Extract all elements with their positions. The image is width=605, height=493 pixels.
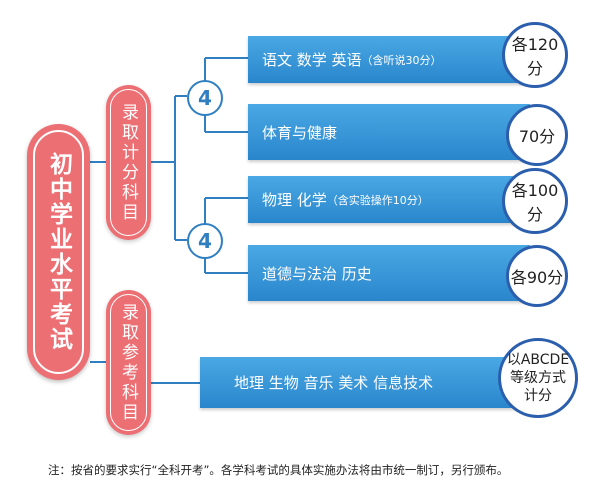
score-badge: 各100分 xyxy=(502,168,568,234)
subject-name: 体育与健康 xyxy=(262,123,338,142)
score-badge: 70分 xyxy=(506,104,568,166)
main-title-pill: 初中学业水平考试 xyxy=(27,124,90,380)
subject-bar: 道德与法治 历史 xyxy=(248,245,530,301)
subject-bar: 物理 化学 （含实验操作10分） xyxy=(248,176,530,223)
score-badge: 各90分 xyxy=(506,245,568,307)
subject-bar: 语文 数学 英语 （含听说30分） xyxy=(248,36,530,83)
category-scored-subjects: 录取计分科目 xyxy=(106,85,151,240)
subject-note: （含实验操作10分） xyxy=(326,193,429,207)
subject-name: 语文 数学 英语 xyxy=(262,51,362,69)
group-count-badge: 4 xyxy=(187,80,223,116)
subject-note: （含听说30分） xyxy=(361,53,442,67)
group-count-badge: 4 xyxy=(187,223,223,259)
footnote: 注：按省的要求实行“全科开考”。各学科考试的具体实施办法将由市统一制订，另行颁布… xyxy=(48,463,509,477)
subject-bar: 地理 生物 音乐 美术 信息技术 xyxy=(200,357,530,408)
category-reference-subjects: 录取参考科目 xyxy=(106,290,151,435)
main-title: 初中学业水平考试 xyxy=(45,152,72,352)
subject-name: 道德与法治 历史 xyxy=(262,264,372,283)
category-label: 录取参考科目 xyxy=(118,302,138,423)
subject-bar: 体育与健康 xyxy=(248,104,530,160)
subject-name: 物理 化学 xyxy=(262,191,327,209)
subject-name: 地理 生物 音乐 美术 信息技术 xyxy=(234,374,434,392)
score-badge: 以ABCDE等级方式计分 xyxy=(498,338,578,418)
score-badge: 各120分 xyxy=(502,22,568,88)
category-label: 录取计分科目 xyxy=(118,102,138,223)
